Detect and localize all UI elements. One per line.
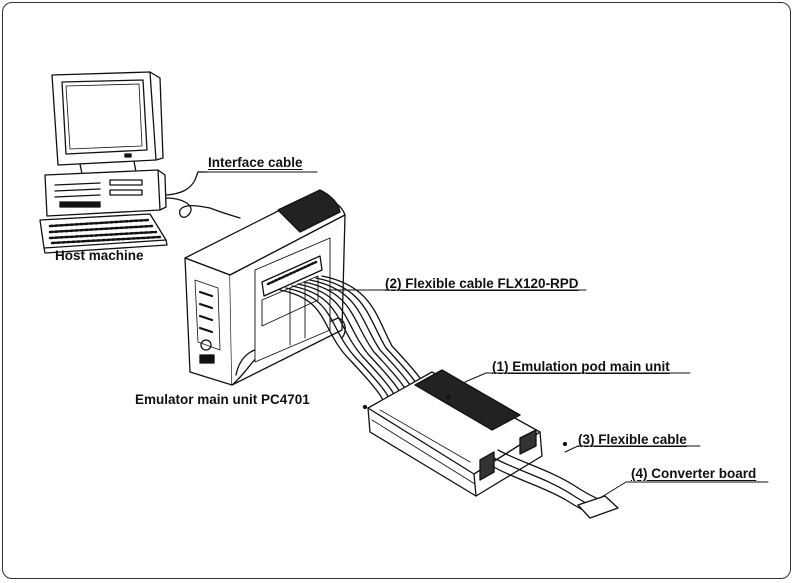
emulator-main-unit-illustration (184, 189, 346, 386)
label-flexible-cable-flx120: (2) Flexible cable FLX120-RPD (385, 276, 579, 291)
converter-board-shape (577, 495, 619, 519)
label-converter-board: (4) Converter board (631, 466, 757, 481)
interface-cable-line (165, 171, 241, 219)
label-host-machine: Host machine (55, 248, 144, 263)
emulation-pod-illustration (367, 369, 543, 497)
system-unit-icon (44, 169, 167, 217)
label-flexible-cable: (3) Flexible cable (578, 432, 687, 447)
label-emulation-pod: (1) Emulation pod main unit (492, 359, 670, 374)
host-machine-illustration (39, 71, 168, 254)
keyboard-icon (39, 213, 168, 254)
monitor-icon (51, 71, 164, 175)
label-emulator-main-unit: Emulator main unit PC4701 (135, 392, 310, 407)
label-interface-cable: Interface cable (208, 155, 303, 170)
